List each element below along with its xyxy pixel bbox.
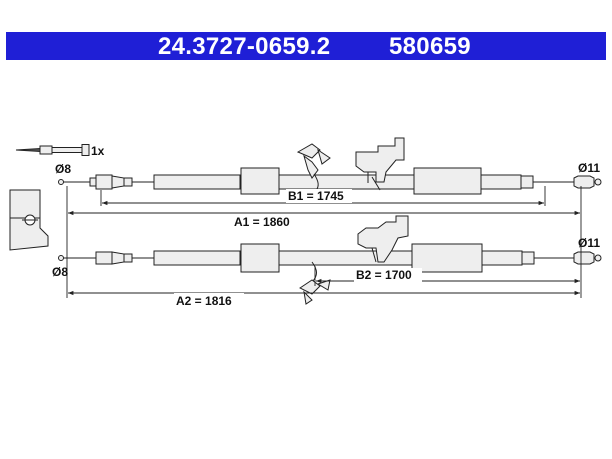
- dimension-a2-label: A2 = 1816: [176, 294, 232, 308]
- dimension-b2-label: B2 = 1700: [356, 268, 412, 282]
- bottom-cable: [58, 215, 602, 305]
- accessory-qty-label: 1x: [91, 144, 105, 158]
- mounting-bracket: [9, 189, 49, 251]
- cable-tie-accessory: [15, 144, 90, 156]
- diameter-bottom-right-label: Ø11: [578, 236, 600, 250]
- diameter-top-left-label: Ø8: [55, 162, 71, 176]
- dimension-a1-label: A1 = 1860: [234, 215, 290, 229]
- part-number: 24.3727-0659.2: [158, 33, 331, 60]
- diameter-top-right-label: Ø11: [578, 161, 600, 175]
- diameter-bottom-left-label: Ø8: [52, 265, 68, 279]
- header-bar: 24.3727-0659.2 580659: [6, 32, 606, 60]
- reference-number: 580659: [389, 33, 471, 60]
- dimension-b1-label: B1 = 1745: [288, 189, 344, 203]
- top-cable: [58, 137, 602, 195]
